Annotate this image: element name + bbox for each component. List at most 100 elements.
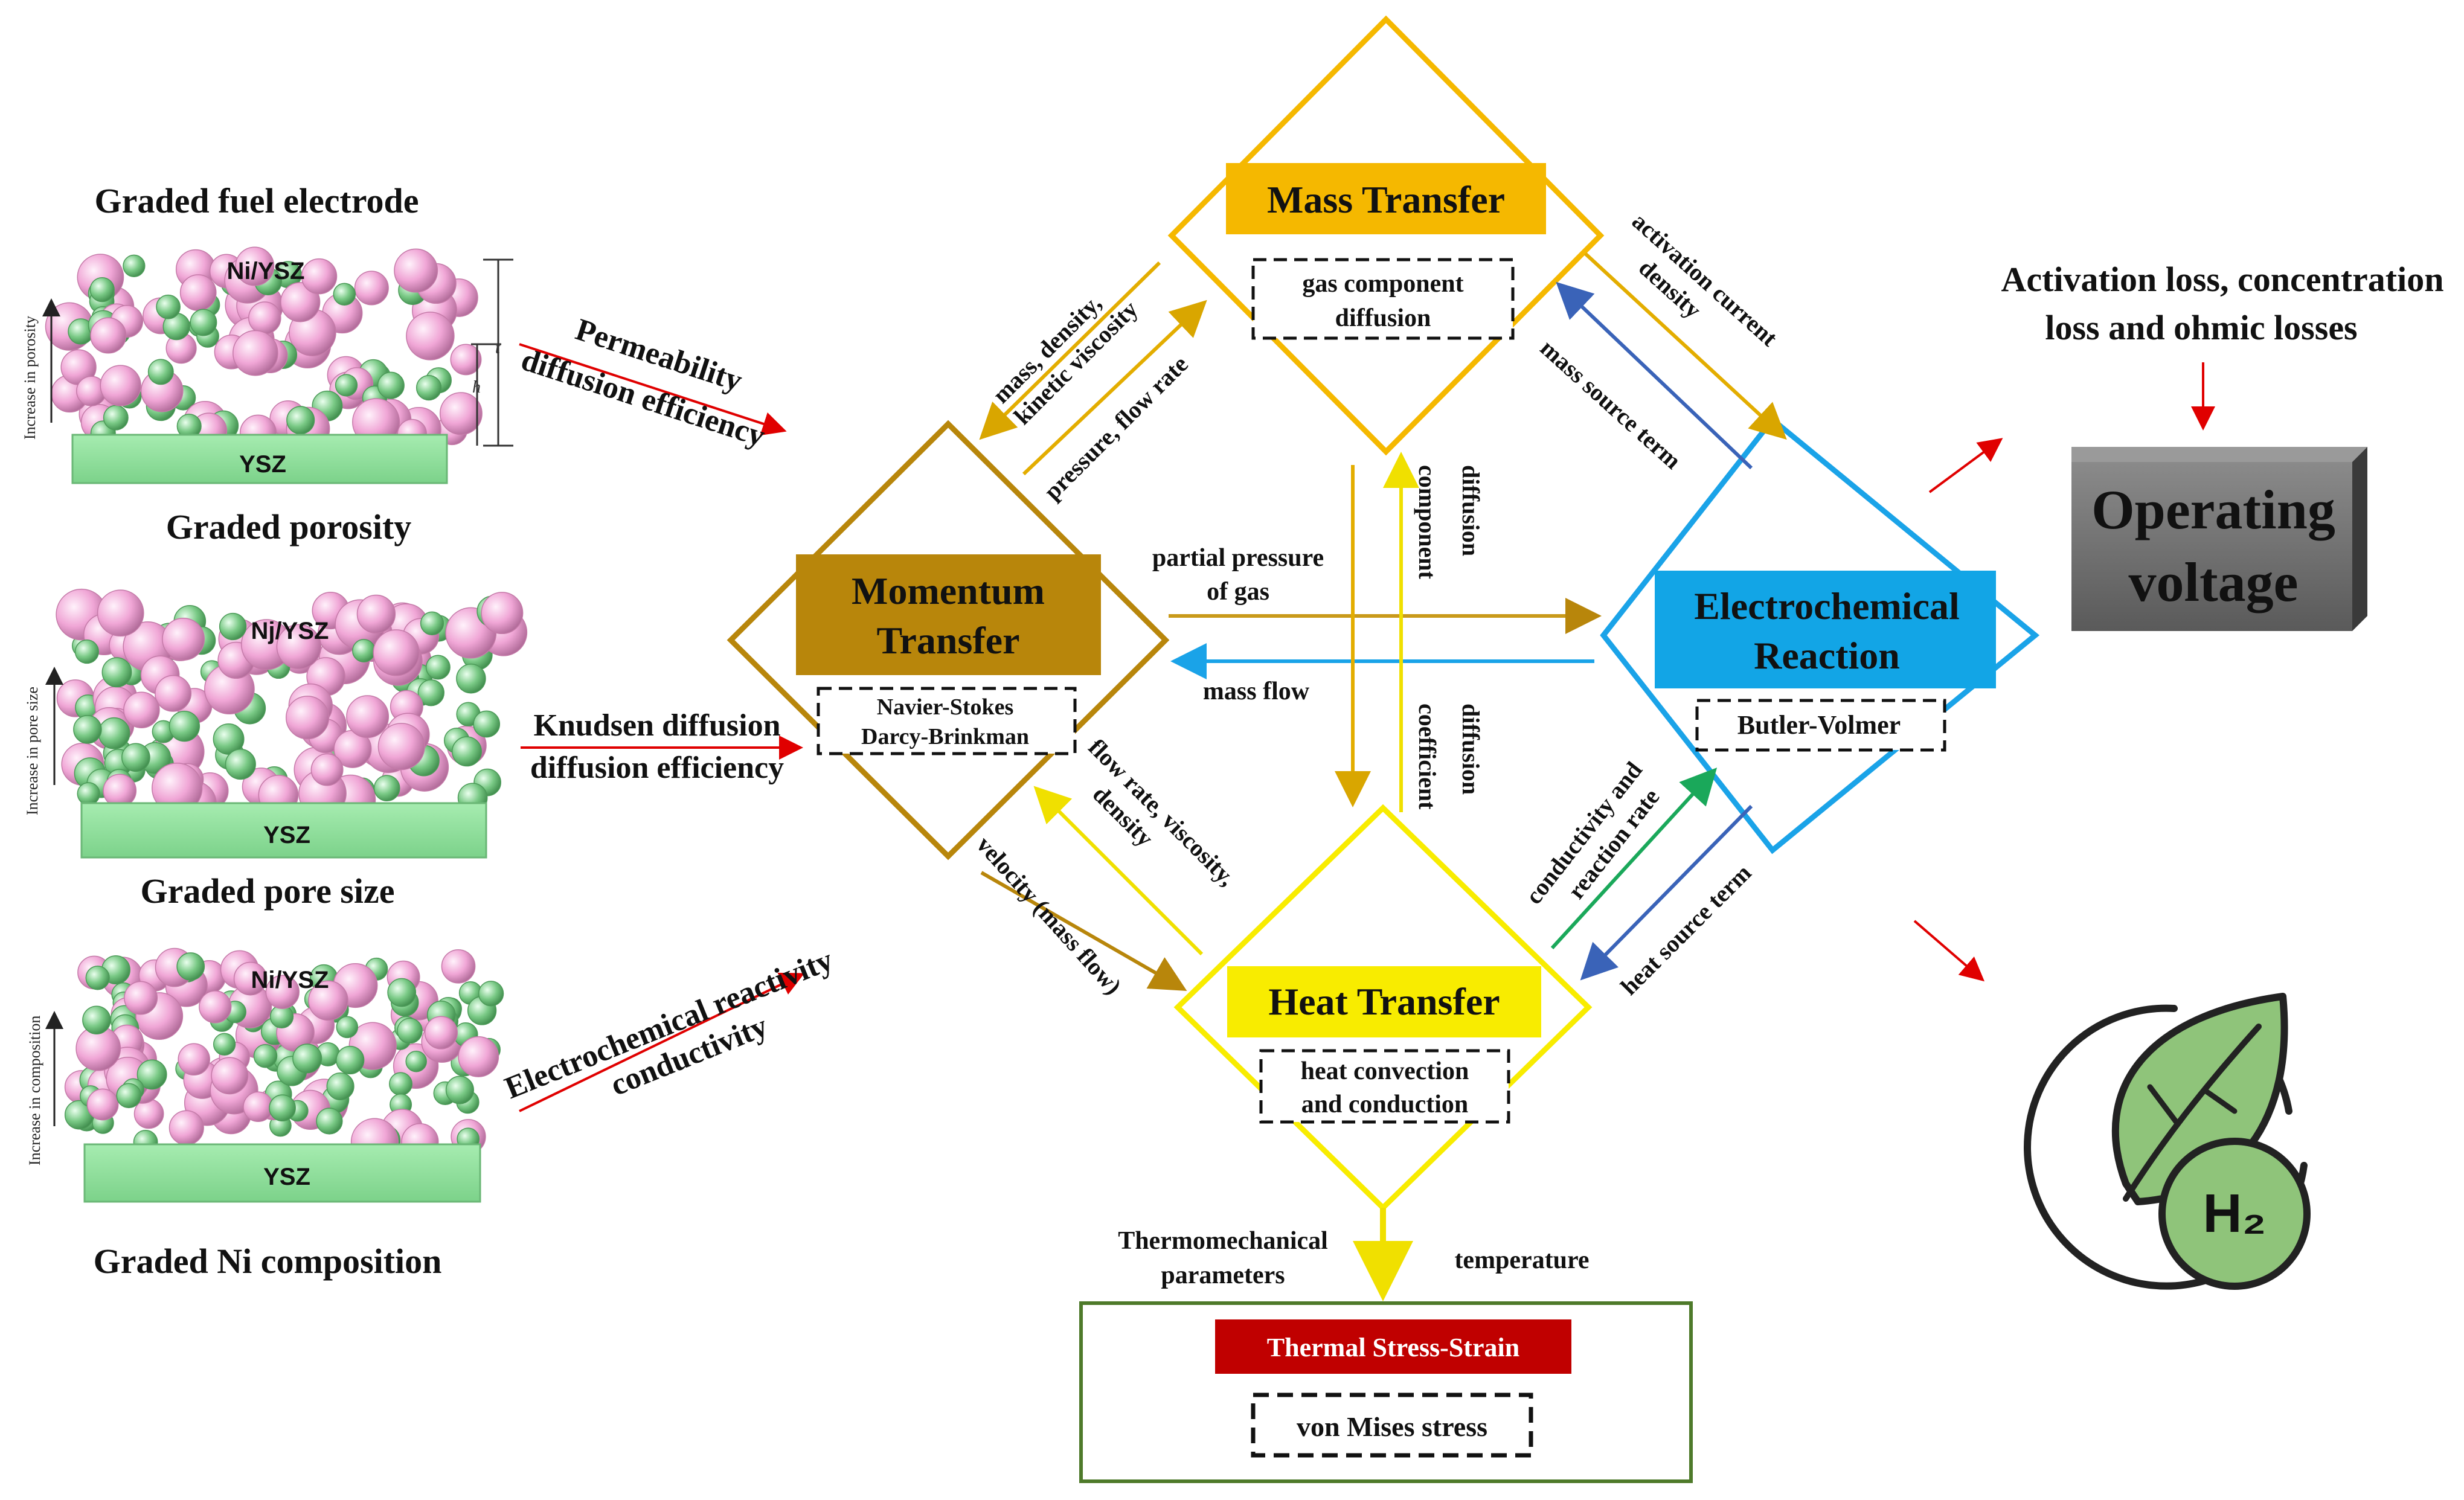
ysz-sphere — [425, 655, 451, 680]
ysz-sphere — [452, 736, 482, 767]
label-electro-to-heat: heat source term — [1615, 859, 1757, 1000]
nickel-sphere — [133, 1098, 164, 1129]
ysz-sphere — [213, 1033, 236, 1056]
nickel-sphere — [233, 330, 278, 376]
side-label-porosity: Increase in porosity — [21, 316, 39, 440]
ysz-sphere — [85, 966, 110, 990]
ysz-sphere — [147, 359, 174, 385]
left-panel: Graded fuel electrode YSZ Ni/YSZ Increas… — [21, 181, 838, 1281]
momentum-transfer-sub-line-2: Darcy-Brinkman — [861, 724, 1029, 749]
ysz-sphere — [333, 283, 356, 306]
ysz-sphere — [373, 775, 400, 802]
nickel-sphere — [265, 975, 300, 1009]
red-arrow-porosity — [519, 343, 787, 436]
von-mises-label: von Mises stress — [1297, 1411, 1487, 1442]
caption-porosity: Graded porosity — [166, 507, 412, 546]
ysz-sphere — [136, 1059, 167, 1090]
arrow-mass-to-momentum — [979, 261, 1161, 440]
ysz-sphere — [89, 277, 115, 303]
arrow-label-diffusion-efficiency-2: diffusion efficiency — [530, 751, 784, 785]
nickel-sphere — [394, 248, 438, 293]
nickel-sphere — [481, 592, 524, 635]
ysz-sphere — [387, 978, 417, 1007]
ysz-sphere — [123, 254, 146, 277]
ysz-sphere — [405, 1050, 427, 1072]
label-mass-to-heat-2: diffusion — [1457, 465, 1484, 556]
ysz-sphere — [219, 612, 247, 641]
left-panel-title: Graded fuel electrode — [95, 181, 419, 220]
dimension-h-label: h — [472, 378, 481, 397]
ysz-base-pore-size — [80, 802, 487, 859]
caption-composition: Graded Ni composition — [94, 1242, 442, 1281]
ysz-sphere — [156, 294, 181, 319]
mass-transfer-sub-line-1: gas component — [1302, 270, 1463, 298]
nickel-sphere — [354, 271, 389, 306]
ysz-sphere — [397, 1018, 423, 1044]
ysz-sphere — [213, 723, 245, 755]
arrow-momentum-to-heat — [980, 871, 1187, 991]
nickel-sphere — [233, 961, 268, 996]
ysz-sphere — [316, 1107, 343, 1135]
nickel-sphere — [248, 301, 281, 335]
heat-transfer-sub-line-1: heat convection — [1301, 1057, 1469, 1085]
electrochemical-sub-line-1: Butler-Volmer — [1737, 710, 1901, 740]
nickel-sphere — [308, 980, 348, 1021]
electrochemical-title-line-1: Electrochemical — [1694, 585, 1960, 627]
label-mass-to-heat-1: component — [1414, 465, 1441, 580]
ysz-base-composition — [83, 1143, 481, 1203]
nickel-sphere — [424, 1016, 458, 1050]
electrochemical-sub-box — [1695, 699, 1946, 752]
nickel-sphere — [168, 1110, 204, 1146]
ysz-base-porosity — [71, 434, 448, 484]
ysz-sphere — [326, 1072, 355, 1101]
nickel-sphere — [406, 312, 455, 361]
arrow-heat-to-electro — [1550, 768, 1718, 950]
nickel-sphere — [124, 981, 158, 1015]
nickel-sphere — [373, 629, 420, 676]
ysz-sphere — [176, 952, 205, 981]
nickel-sphere — [178, 1043, 210, 1076]
ysz-sphere — [168, 710, 201, 742]
side-label-composition: Increase in composition — [26, 1016, 43, 1165]
label-electro-to-momentum: mass flow — [1203, 678, 1310, 705]
ysz-sphere — [103, 405, 129, 431]
nickel-sphere — [235, 246, 275, 286]
red-arrow-to-voltage — [1928, 438, 2003, 493]
label-heat-to-mass-1: diffusion — [1457, 704, 1484, 795]
nickel-sphere — [97, 589, 144, 637]
nickel-sphere — [155, 675, 192, 712]
ysz-label-porosity: YSZ — [239, 451, 286, 478]
red-arrow-to-hydrogen — [1913, 920, 1985, 982]
nickel-sphere — [441, 949, 476, 984]
ysz-sphere — [473, 710, 501, 738]
mass-transfer-title: Mass Transfer — [1267, 178, 1505, 221]
hydrogen-badge — [2158, 1138, 2311, 1290]
electrochemical-title-line-2: Reaction — [1754, 634, 1900, 677]
sphere-cluster-composition — [64, 947, 504, 1166]
ysz-sphere — [116, 1083, 142, 1109]
nickel-sphere — [439, 392, 483, 435]
ysz-sphere — [336, 1016, 359, 1039]
mass-transfer-diamond — [1167, 15, 1605, 456]
dimension-t-label: t — [495, 339, 501, 357]
nickel-sphere — [103, 774, 137, 808]
electrode-panel-pore-size: YSZ Nj/YSZ Increase in pore size Graded … — [24, 588, 803, 911]
arrow-heat-to-momentum — [1033, 786, 1204, 956]
coupling-diagram: Mass Transfer gas component diffusion Mo… — [727, 15, 2040, 1301]
mass-transfer-sub-line-2: diffusion — [1335, 304, 1431, 332]
ysz-sphere — [456, 663, 486, 694]
nickel-sphere — [123, 691, 160, 728]
ysz-sphere — [292, 1043, 322, 1074]
ysz-label-composition: YSZ — [263, 1164, 310, 1190]
ysz-sphere — [77, 782, 100, 806]
label-electro-to-mass: mass source term — [1535, 334, 1687, 474]
ysz-sphere — [73, 715, 102, 744]
label-momentum-to-electro-1: partial pressure — [1152, 544, 1324, 572]
momentum-transfer-sub-box — [817, 687, 1077, 755]
ysz-sphere — [389, 1072, 412, 1096]
nickel-sphere — [356, 594, 396, 634]
ysz-sphere — [74, 639, 99, 664]
thermal-stress-panel: Thermal Stress-Strain von Mises stress — [1079, 1301, 1693, 1483]
voltage-line-1: Operating — [2091, 479, 2335, 540]
